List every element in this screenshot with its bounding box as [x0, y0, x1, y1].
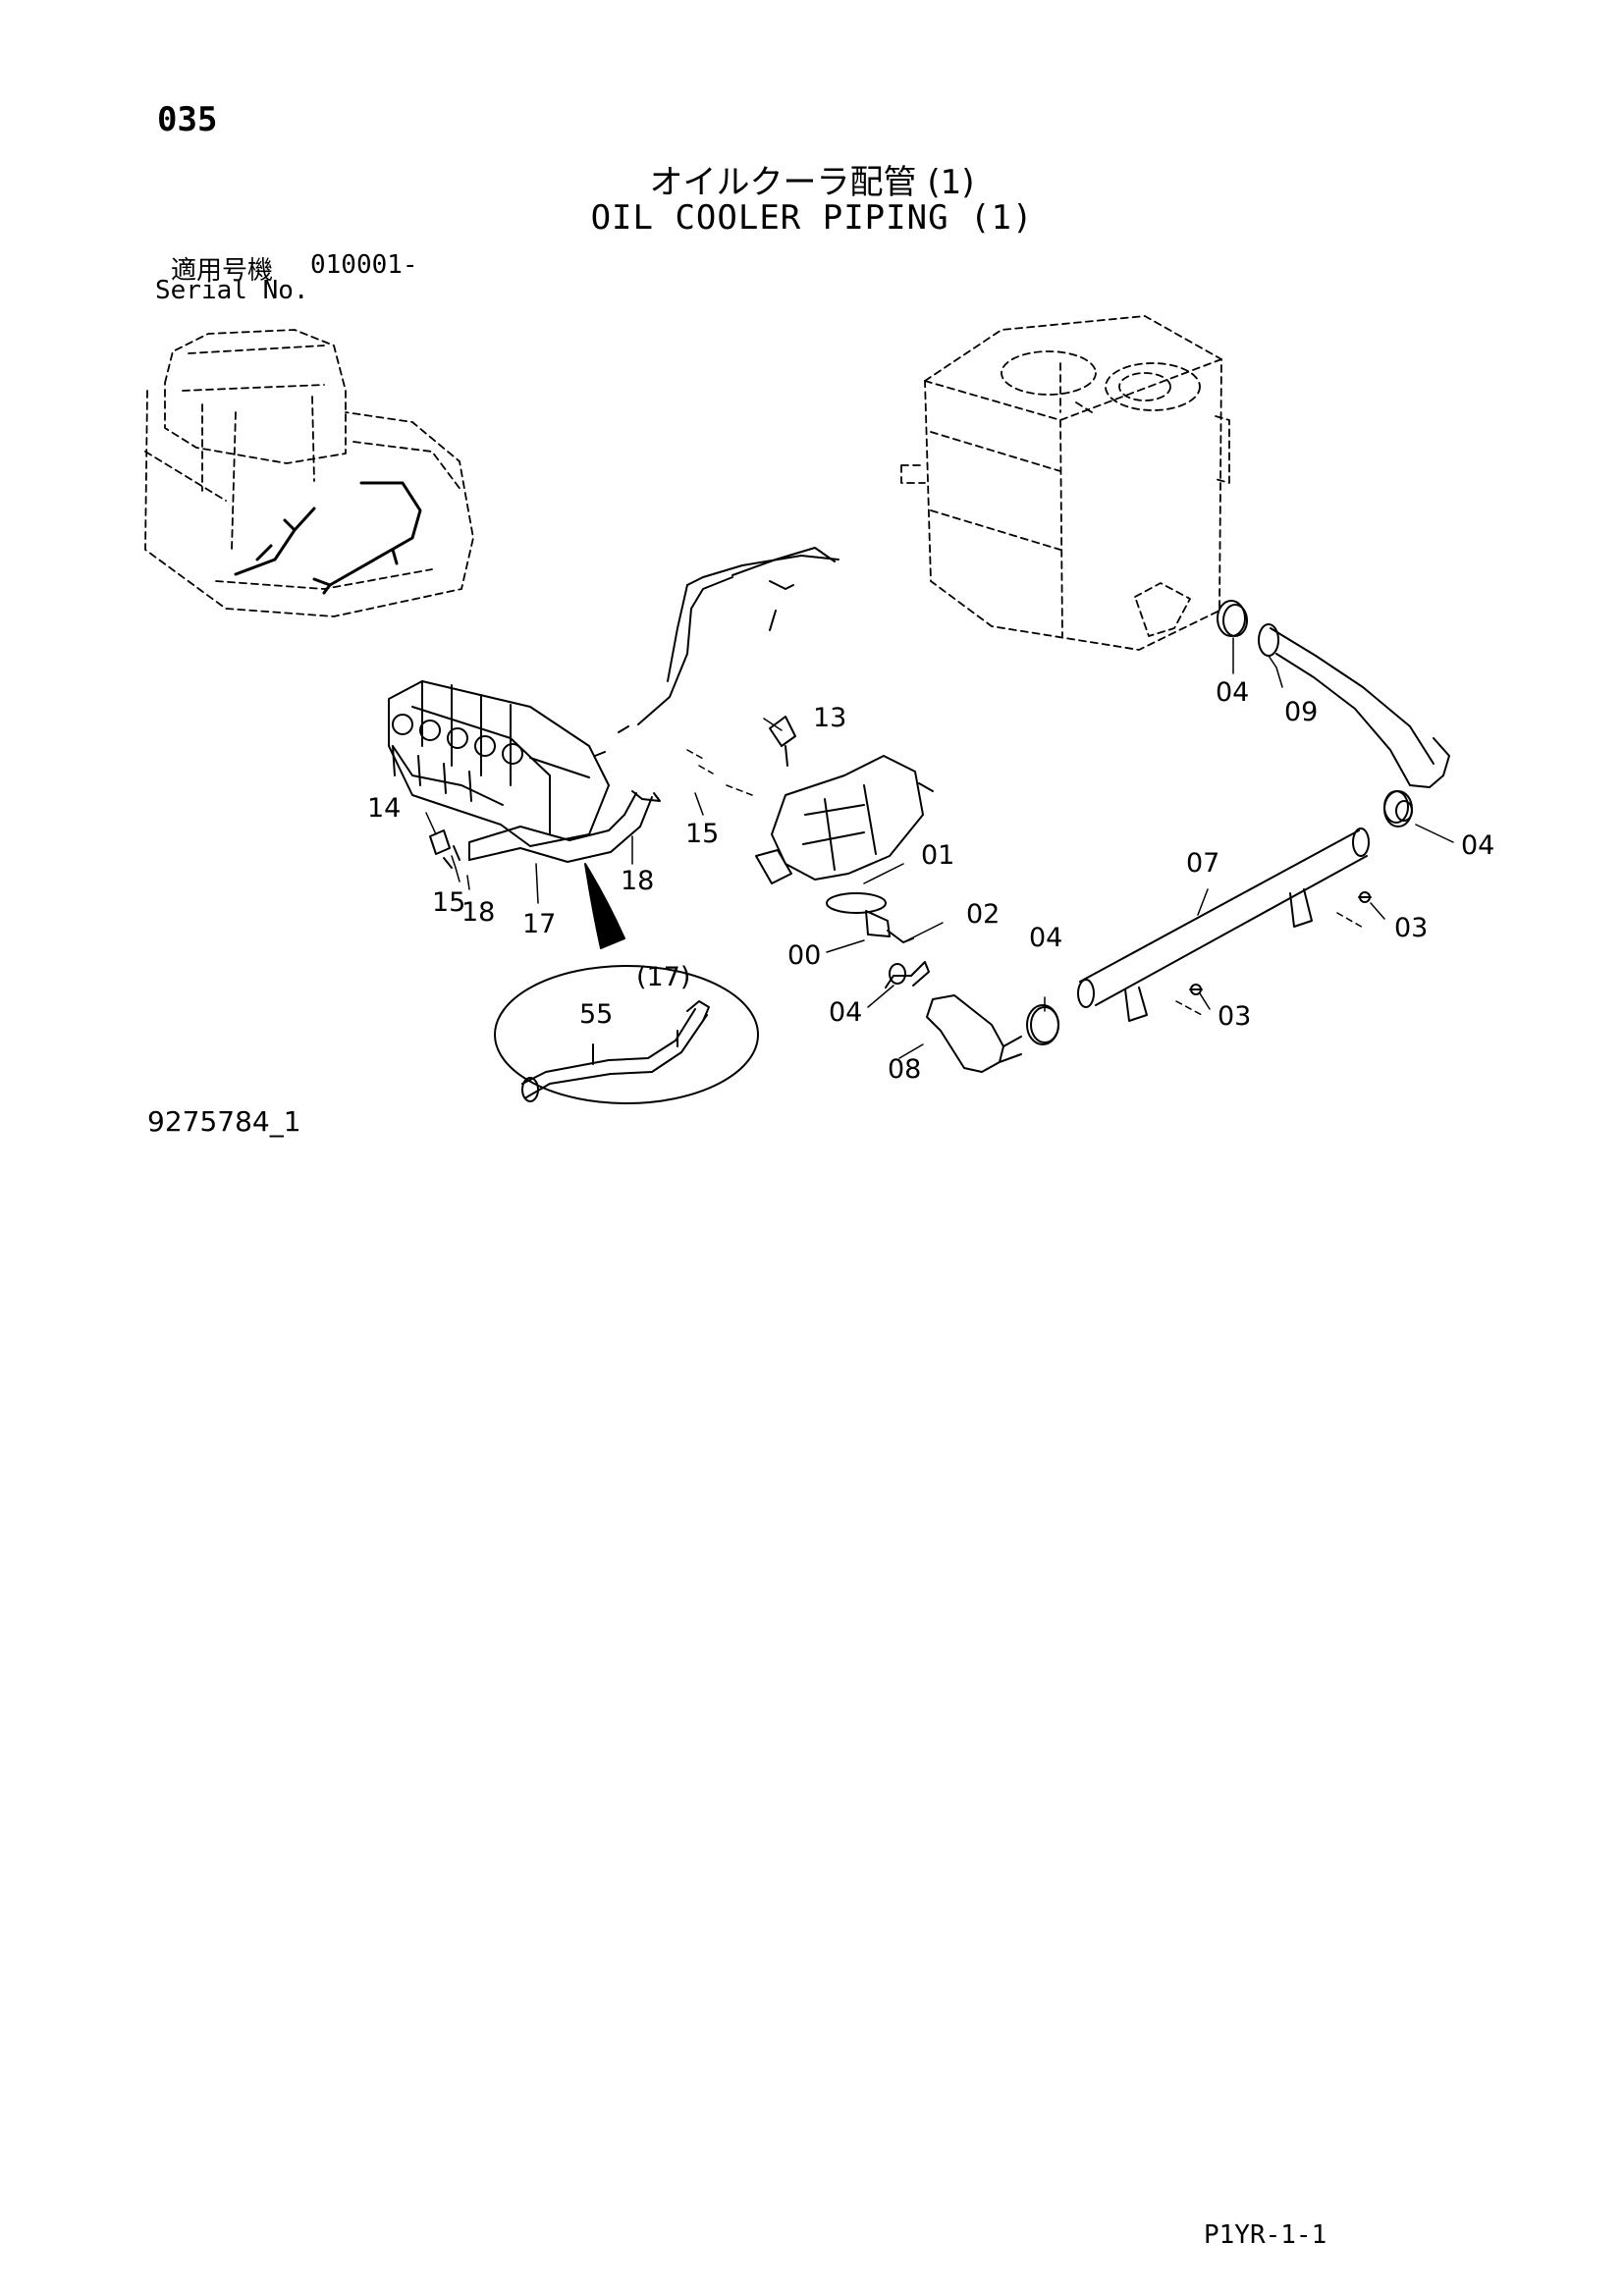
- detail-bubble: [494, 965, 759, 1104]
- callout-03-left: 03: [1218, 1001, 1251, 1032]
- control-valve: [388, 680, 610, 847]
- title-japanese: オイルクーラ配管 (1): [649, 163, 975, 202]
- connector-line-a: [686, 749, 753, 796]
- callout-00: 00: [787, 940, 821, 971]
- callout-15-upper: 15: [685, 819, 719, 849]
- title-english: OIL COOLER PIPING (1): [590, 198, 1034, 238]
- callout-15-lower: 15: [432, 887, 465, 918]
- callout-17: 17: [522, 909, 556, 939]
- serial-label-english: Serial No.: [155, 276, 309, 305]
- serial-label-japanese: 適用号機: [171, 256, 274, 286]
- machine-overview: [144, 329, 474, 617]
- hose-17: [429, 790, 661, 869]
- callout-17-detail: (17): [636, 962, 690, 992]
- thermostat-parts: [826, 892, 930, 988]
- serial-range: 010001-: [310, 250, 418, 280]
- callout-13: 13: [813, 703, 846, 733]
- callout-18-lower: 18: [461, 897, 495, 928]
- callout-14: 14: [367, 793, 401, 824]
- hose-clamps: [889, 600, 1413, 1045]
- page-number: 035: [157, 100, 218, 139]
- callout-04-middle: 04: [1029, 923, 1062, 953]
- callout-09: 09: [1284, 697, 1318, 727]
- machine-piping: [234, 481, 422, 595]
- callout-01: 01: [921, 840, 954, 871]
- callout-55: 55: [579, 999, 613, 1030]
- detail-pointer: [584, 863, 625, 949]
- callout-04-top: 04: [1216, 677, 1249, 708]
- drawing-number: 9275784_1: [147, 1105, 301, 1138]
- callout-02: 02: [966, 899, 1000, 930]
- connector-line-b: [1175, 912, 1366, 1016]
- callout-03-right: 03: [1394, 913, 1428, 943]
- bolts-03: [1189, 891, 1372, 995]
- hose-09: [1222, 604, 1450, 824]
- hose-08: [926, 994, 1059, 1073]
- callout-08: 08: [888, 1054, 921, 1085]
- leader-lines: [425, 637, 1454, 1059]
- page-code: P1YR-1-1: [1204, 2220, 1327, 2250]
- oil-cooler: [755, 716, 934, 884]
- callout-18-upper: 18: [621, 866, 654, 896]
- callout-07: 07: [1186, 848, 1219, 879]
- hydraulic-tank: [900, 315, 1230, 651]
- pipe-07: [1077, 828, 1370, 1022]
- callout-04-left: 04: [829, 997, 862, 1028]
- callout-04-right: 04: [1461, 830, 1494, 861]
- sensor-harness: [594, 547, 839, 757]
